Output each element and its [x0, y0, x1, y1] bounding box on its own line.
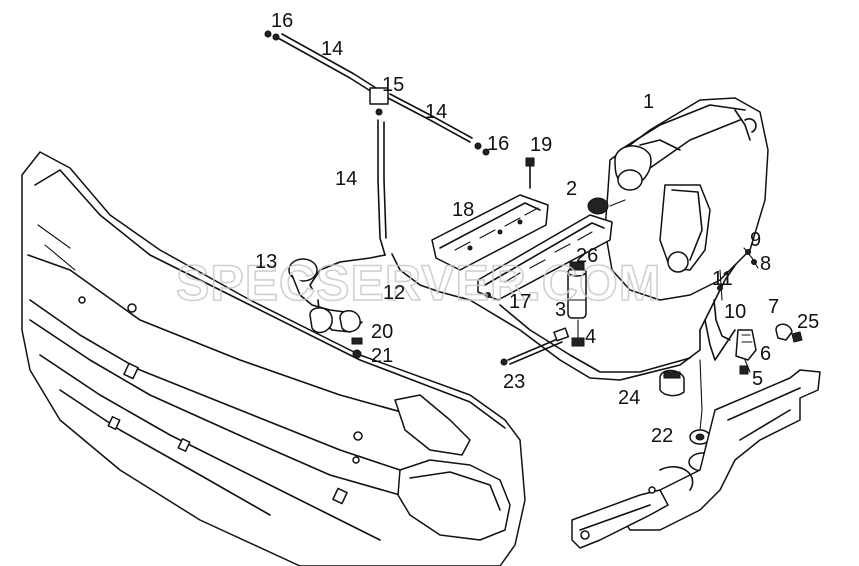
upper-hose-assembly	[264, 30, 490, 156]
hose-with-fitting	[500, 327, 570, 366]
callout-26: 26	[576, 245, 598, 267]
callout-22: 22	[651, 425, 673, 447]
callout-23: 23	[503, 371, 525, 393]
callout-7: 7	[768, 296, 779, 318]
callout-17: 17	[509, 291, 531, 313]
callout-15: 15	[382, 74, 404, 96]
callout-2: 2	[566, 178, 577, 200]
callout-13: 13	[255, 251, 277, 273]
callout-14-top: 14	[321, 38, 343, 60]
filler-neck	[288, 258, 363, 359]
callout-1: 1	[643, 91, 654, 113]
mounting-plate	[477, 214, 613, 301]
callout-3: 3	[555, 299, 566, 321]
callout-18: 18	[452, 199, 474, 221]
reservoir-cap	[587, 197, 626, 215]
watermark-text: SPECSERVER.COM	[176, 255, 661, 311]
callout-12: 12	[383, 282, 405, 304]
callout-4: 4	[585, 326, 596, 348]
mounting-bracket	[431, 194, 549, 271]
callout-20: 20	[371, 321, 393, 343]
bumper-panel	[21, 151, 526, 566]
callout-16-right: 16	[487, 133, 509, 155]
hose-lines	[309, 119, 751, 431]
callout-21: 21	[371, 345, 393, 367]
level-sensor-group	[713, 247, 803, 375]
callout-10: 10	[724, 301, 746, 323]
hose-clip	[659, 369, 685, 397]
washer-pump	[567, 261, 587, 347]
callout-8: 8	[760, 253, 771, 275]
frame-bracket	[571, 369, 821, 549]
washer-reservoir	[604, 97, 769, 301]
bolt	[525, 157, 535, 189]
callout-14-right: 14	[425, 101, 447, 123]
callout-16-top: 16	[271, 10, 293, 32]
callout-11: 11	[712, 268, 733, 290]
callout-9: 9	[750, 229, 761, 251]
callout-25: 25	[797, 311, 819, 333]
callout-6: 6	[760, 343, 771, 365]
callout-labels: 1 2 3 4 5 6 7 8 9 10 11 12 13 14 14 14 1…	[255, 10, 819, 447]
callout-19: 19	[530, 134, 552, 156]
callout-24: 24	[618, 387, 640, 409]
callout-5: 5	[752, 368, 763, 390]
callout-14-left: 14	[335, 168, 357, 190]
